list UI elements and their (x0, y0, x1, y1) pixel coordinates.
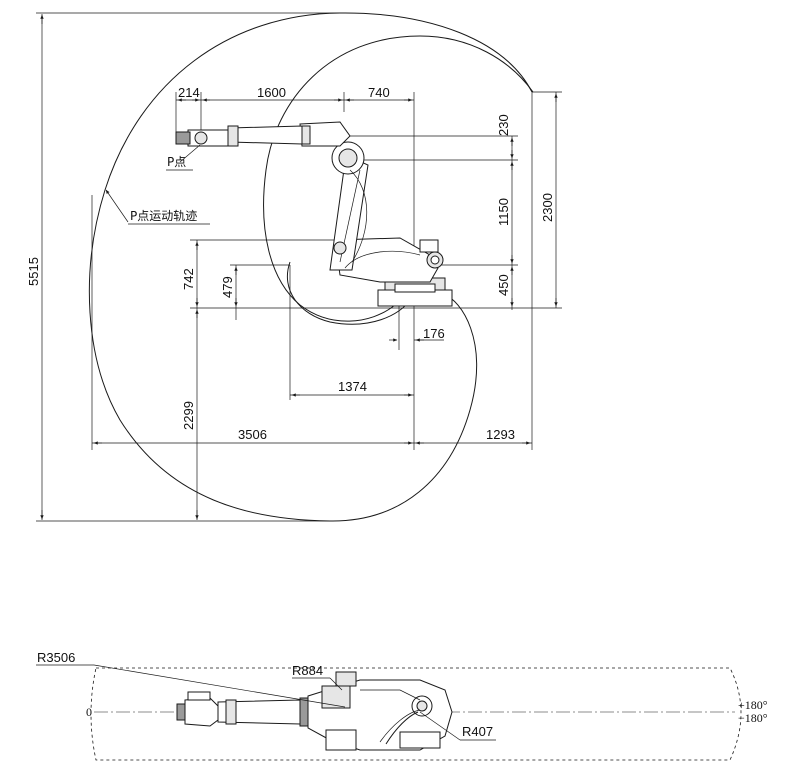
dim-450: 450 (496, 274, 511, 296)
dim-214: 214 (178, 85, 200, 100)
dim-1293: 1293 (486, 427, 515, 442)
dim-1374: 1374 (338, 379, 367, 394)
lower-arm (329, 154, 369, 271)
r3506-label: R3506 (37, 650, 75, 665)
p-point-leader (179, 144, 201, 163)
dim-176: 176 (423, 326, 445, 341)
outer-envelope-curve (88, 12, 533, 522)
dim-479: 479 (220, 276, 235, 298)
dimension-lines (36, 12, 562, 522)
r884-leader (329, 677, 343, 691)
dim-5515: 5515 (26, 257, 41, 286)
dim-742: 742 (181, 268, 196, 290)
dim-230: 230 (496, 114, 511, 136)
r407-leader (419, 711, 461, 741)
robot-top-view (176, 671, 453, 751)
dim-3506: 3506 (238, 427, 267, 442)
dim-2299: 2299 (181, 401, 196, 430)
dim-1600: 1600 (257, 85, 286, 100)
r3506-leader (93, 664, 346, 708)
angle-zero-label: 0 (86, 705, 92, 719)
dimension-arrows (40, 14, 558, 520)
dim-1150: 1150 (496, 198, 511, 226)
upper-arm (229, 125, 303, 145)
top-view-envelope (90, 667, 742, 761)
inner-envelope-curve (263, 35, 534, 322)
robot-side-view (175, 121, 453, 307)
trajectory-label: P点运动轨迹 (130, 209, 197, 223)
p-point-label: P点 (167, 155, 186, 169)
trajectory-leader (105, 189, 129, 223)
side-view: P点 P点运动轨迹 214 1600 740 230 1150 2300 450… (26, 12, 562, 522)
dim-2300: 2300 (540, 193, 555, 222)
dimension-texts: 214 1600 740 230 1150 2300 450 742 479 1… (26, 85, 555, 442)
r884-label: R884 (292, 663, 323, 678)
angle-plus-180-label: +180° (738, 698, 768, 712)
r407-label: R407 (462, 724, 493, 739)
angle-minus-180-label: −180° (738, 711, 768, 725)
dim-740: 740 (368, 85, 390, 100)
wrist-flange (175, 131, 191, 145)
base-reach-curve (286, 261, 411, 325)
top-view: R3506 R884 R407 0 +180° −180° (36, 650, 768, 761)
